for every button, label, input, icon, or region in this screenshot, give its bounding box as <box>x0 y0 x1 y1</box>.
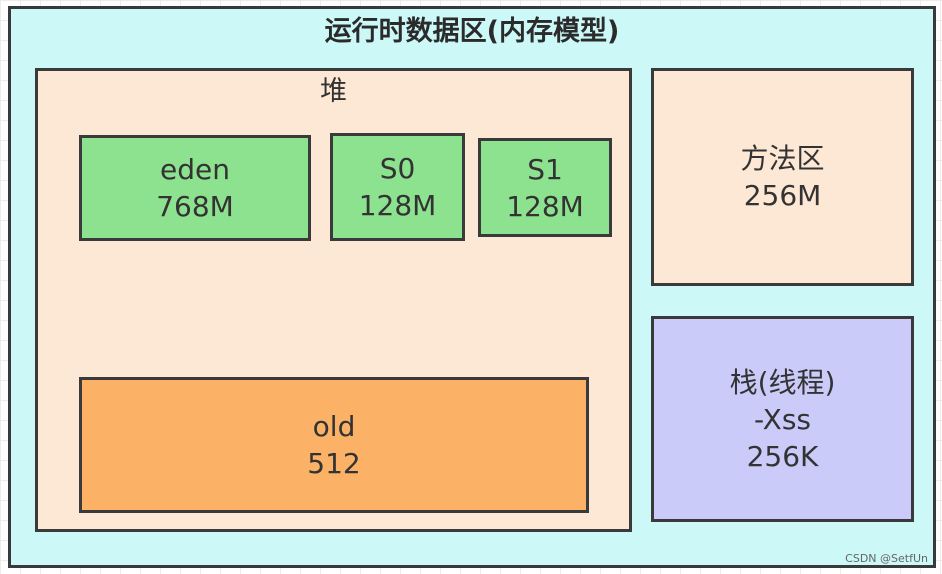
stack-label: 栈(线程) <box>729 365 836 399</box>
stack-option: -Xss <box>753 402 812 436</box>
s1-label: S1 <box>527 152 563 186</box>
old-generation: old 512 <box>79 377 589 513</box>
old-size: 512 <box>307 447 361 480</box>
stack-size: 256K <box>746 439 819 473</box>
old-label: old <box>312 410 356 443</box>
survivor-s1: S1 128M <box>478 138 612 237</box>
stack-area: 栈(线程) -Xss 256K <box>651 316 914 522</box>
method-area-size: 256M <box>743 179 822 212</box>
runtime-data-area-title: 运行时数据区(内存模型) <box>324 16 620 47</box>
heap-title: 堆 <box>320 76 347 107</box>
eden-space: eden 768M <box>79 135 311 241</box>
method-area: 方法区 256M <box>651 68 914 286</box>
eden-size: 768M <box>156 190 234 223</box>
s0-label: S0 <box>379 152 416 185</box>
s0-size: 128M <box>358 189 437 222</box>
method-area-label: 方法区 <box>740 142 825 175</box>
survivor-s0: S0 128M <box>330 133 465 241</box>
eden-label: eden <box>160 153 230 186</box>
s1-size: 128M <box>506 189 584 223</box>
watermark: CSDN @SetfUn <box>845 552 928 565</box>
